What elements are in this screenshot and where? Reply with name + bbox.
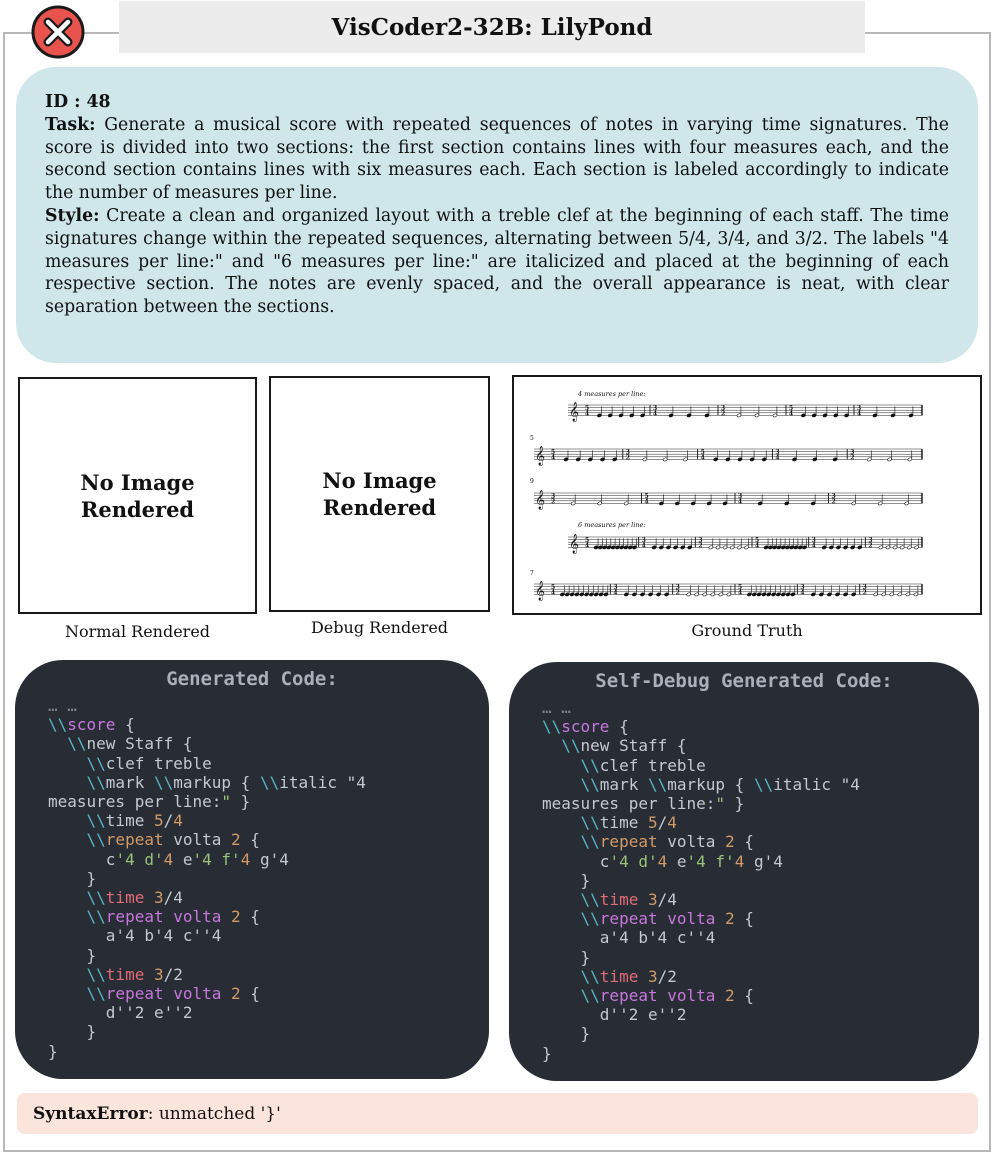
error-message-bar: SyntaxError: unmatched '}'	[17, 1093, 978, 1134]
style-label: Style:	[45, 205, 100, 226]
error-message: : unmatched '}'	[147, 1103, 281, 1124]
svg-text:2: 2	[626, 454, 630, 461]
svg-text:3: 3	[551, 493, 555, 500]
svg-text:𝄞: 𝄞	[569, 534, 579, 554]
normal-render-panel: No Image Rendered	[18, 377, 257, 614]
generated-code-title: Generated Code:	[166, 668, 338, 690]
svg-text:𝄞: 𝄞	[569, 402, 579, 422]
svg-text:5: 5	[585, 405, 589, 412]
svg-text:2: 2	[850, 454, 854, 461]
svg-text:4: 4	[551, 589, 555, 596]
svg-text:4: 4	[755, 542, 759, 549]
error-type: SyntaxError	[33, 1103, 148, 1124]
svg-text:3: 3	[800, 584, 804, 591]
svg-text:4: 4	[701, 454, 705, 461]
ground-truth-caption: Ground Truth	[691, 621, 803, 640]
svg-text:4: 4	[645, 498, 649, 505]
debug-render-caption: Debug Rendered	[310, 618, 449, 637]
svg-text:3: 3	[653, 405, 657, 412]
svg-text:4: 4	[585, 410, 589, 417]
svg-text:4: 4	[738, 498, 742, 505]
debug-render-panel: No Image Rendered	[269, 376, 490, 612]
svg-text:4: 4	[800, 589, 804, 596]
measure-number: 7	[530, 570, 534, 577]
svg-text:3: 3	[738, 493, 742, 500]
ground-truth-score: 4 measures per line: 5 9 6 measures per …	[530, 390, 923, 601]
generated-code-block: … … \\score { \\new Staff { \\clef trebl…	[48, 696, 366, 1061]
section2-label: 6 measures per line:	[578, 521, 646, 529]
svg-text:4: 4	[653, 410, 657, 417]
style-text: Create a clean and organized layout with…	[45, 205, 949, 318]
svg-text:3: 3	[832, 493, 836, 500]
ground-truth-panel: 4 measures per line: 5 9 6 measures per …	[512, 375, 982, 615]
task-description-card: ID : 48 Task: Generate a musical score w…	[16, 67, 978, 363]
svg-text:3: 3	[812, 537, 816, 544]
svg-text:4: 4	[642, 542, 646, 549]
self-debug-code-block: … … \\score { \\new Staff { \\clef trebl…	[542, 698, 860, 1063]
svg-text:3: 3	[863, 584, 867, 591]
svg-text:4: 4	[613, 589, 617, 596]
self-debug-code-title: Self-Debug Generated Code:	[595, 670, 893, 692]
svg-text:3: 3	[613, 584, 617, 591]
title-bar: VisCoder2-32B: LilyPond	[119, 1, 865, 53]
svg-text:2: 2	[676, 589, 680, 596]
svg-text:4: 4	[775, 454, 779, 461]
svg-text:3: 3	[626, 449, 630, 456]
svg-text:3: 3	[721, 405, 725, 412]
svg-text:5: 5	[551, 449, 555, 456]
svg-text:3: 3	[676, 584, 680, 591]
svg-text:5: 5	[585, 537, 589, 544]
svg-text:5: 5	[645, 493, 649, 500]
svg-text:2: 2	[698, 542, 702, 549]
task-label: Task:	[45, 114, 96, 135]
svg-text:4: 4	[857, 410, 861, 417]
measure-number: 9	[530, 478, 534, 485]
svg-text:3: 3	[868, 537, 872, 544]
svg-text:3: 3	[850, 449, 854, 456]
no-image-placeholder: No Image Rendered	[322, 468, 437, 520]
error-x-icon	[31, 5, 85, 59]
svg-text:2: 2	[832, 498, 836, 505]
svg-text:𝄞: 𝄞	[535, 446, 545, 466]
svg-text:3: 3	[857, 405, 861, 412]
section1-label: 4 measures per line:	[577, 390, 646, 398]
page-title: VisCoder2-32B: LilyPond	[331, 13, 653, 41]
svg-text:5: 5	[755, 537, 759, 544]
self-debug-code-panel: Self-Debug Generated Code: … … \\score {…	[509, 662, 979, 1081]
svg-text:𝄞: 𝄞	[535, 581, 545, 601]
no-image-placeholder: No Image Rendered	[80, 469, 195, 522]
svg-text:5: 5	[738, 584, 742, 591]
generated-code-panel: Generated Code: … … \\score { \\new Staf…	[15, 660, 489, 1079]
svg-text:4: 4	[551, 454, 555, 461]
svg-text:2: 2	[551, 498, 555, 505]
svg-text:2: 2	[868, 542, 872, 549]
svg-text:5: 5	[789, 405, 793, 412]
svg-text:4: 4	[585, 542, 589, 549]
svg-text:3: 3	[698, 537, 702, 544]
svg-text:𝄞: 𝄞	[535, 490, 545, 510]
svg-text:2: 2	[721, 410, 725, 417]
svg-text:4: 4	[789, 410, 793, 417]
svg-text:5: 5	[551, 584, 555, 591]
svg-text:4: 4	[738, 589, 742, 596]
svg-text:3: 3	[775, 449, 779, 456]
task-text: Generate a musical score with repeated s…	[45, 114, 949, 204]
svg-text:2: 2	[863, 589, 867, 596]
task-id: ID : 48	[45, 92, 111, 112]
svg-text:5: 5	[701, 449, 705, 456]
svg-text:3: 3	[642, 537, 646, 544]
svg-text:4: 4	[812, 542, 816, 549]
measure-number: 5	[530, 435, 534, 442]
normal-render-caption: Normal Rendered	[64, 622, 211, 641]
